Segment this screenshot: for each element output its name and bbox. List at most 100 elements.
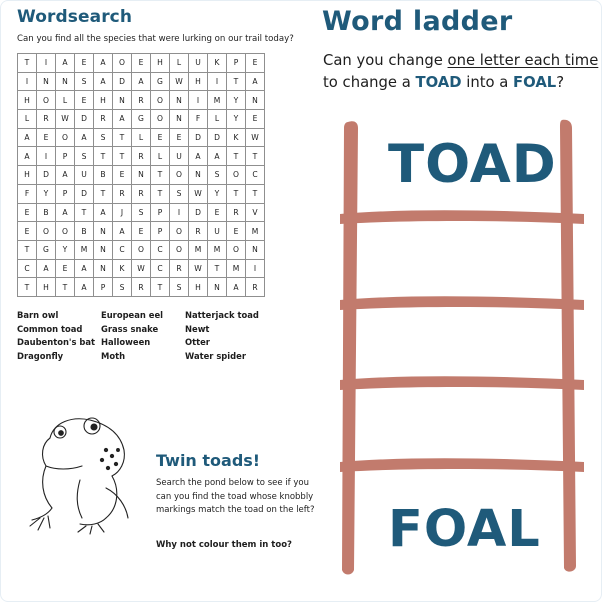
grid-cell[interactable]: O — [56, 222, 75, 241]
grid-cell[interactable]: E — [75, 91, 94, 111]
grid-cell[interactable]: C — [151, 259, 170, 279]
grid-cell[interactable]: T — [227, 184, 246, 204]
grid-cell[interactable]: E — [75, 54, 94, 73]
grid-cell[interactable]: C — [151, 240, 170, 260]
grid-cell[interactable]: D — [113, 72, 132, 92]
grid-cell[interactable]: T — [18, 240, 37, 260]
grid-cell[interactable]: O — [227, 240, 246, 260]
grid-cell[interactable]: L — [170, 54, 189, 73]
grid-cell[interactable]: O — [56, 128, 75, 148]
grid-cell[interactable]: O — [151, 91, 170, 111]
grid-cell[interactable]: O — [37, 91, 56, 111]
grid-cell[interactable]: L — [151, 147, 170, 167]
grid-cell[interactable]: T — [227, 147, 246, 167]
grid-cell[interactable]: T — [151, 166, 170, 185]
grid-cell[interactable]: A — [56, 54, 75, 73]
grid-cell[interactable]: T — [75, 203, 94, 223]
grid-cell[interactable]: G — [37, 240, 56, 260]
grid-cell[interactable]: I — [208, 72, 227, 92]
grid-cell[interactable]: M — [208, 240, 227, 260]
grid-cell[interactable]: R — [227, 203, 246, 223]
grid-cell[interactable]: L — [132, 128, 151, 148]
grid-cell[interactable]: A — [75, 278, 94, 297]
grid-cell[interactable]: A — [75, 128, 94, 148]
grid-cell[interactable]: E — [37, 128, 56, 148]
grid-cell[interactable]: C — [246, 166, 265, 185]
grid-cell[interactable]: A — [246, 72, 265, 92]
grid-cell[interactable]: N — [94, 222, 113, 241]
grid-cell[interactable]: B — [37, 203, 56, 223]
grid-cell[interactable]: H — [189, 278, 208, 297]
grid-cell[interactable]: H — [18, 91, 37, 111]
grid-cell[interactable]: O — [132, 240, 151, 260]
grid-cell[interactable]: T — [151, 184, 170, 204]
grid-cell[interactable]: A — [208, 147, 227, 167]
grid-cell[interactable]: R — [170, 259, 189, 279]
grid-cell[interactable]: N — [94, 259, 113, 279]
grid-cell[interactable]: U — [170, 147, 189, 167]
grid-cell[interactable]: E — [170, 128, 189, 148]
grid-cell[interactable]: A — [18, 128, 37, 148]
grid-cell[interactable]: L — [18, 110, 37, 129]
grid-cell[interactable]: A — [37, 259, 56, 279]
grid-cell[interactable]: H — [151, 54, 170, 73]
grid-cell[interactable]: Y — [208, 184, 227, 204]
grid-cell[interactable]: F — [189, 110, 208, 129]
grid-cell[interactable]: L — [208, 110, 227, 129]
grid-cell[interactable]: W — [189, 184, 208, 204]
grid-cell[interactable]: E — [227, 222, 246, 241]
grid-cell[interactable]: U — [208, 222, 227, 241]
grid-cell[interactable]: S — [75, 147, 94, 167]
grid-cell[interactable]: M — [208, 91, 227, 111]
grid-cell[interactable]: N — [37, 72, 56, 92]
grid-cell[interactable]: R — [132, 184, 151, 204]
grid-cell[interactable]: W — [246, 128, 265, 148]
grid-cell[interactable]: A — [75, 259, 94, 279]
grid-cell[interactable]: R — [189, 222, 208, 241]
grid-cell[interactable]: N — [246, 91, 265, 111]
grid-cell[interactable]: W — [189, 259, 208, 279]
grid-cell[interactable]: T — [151, 278, 170, 297]
grid-cell[interactable]: R — [132, 278, 151, 297]
grid-cell[interactable]: D — [208, 128, 227, 148]
grid-cell[interactable]: P — [151, 222, 170, 241]
grid-cell[interactable]: N — [94, 240, 113, 260]
grid-cell[interactable]: P — [227, 54, 246, 73]
grid-cell[interactable]: E — [151, 128, 170, 148]
grid-cell[interactable]: Y — [227, 110, 246, 129]
grid-cell[interactable]: A — [132, 72, 151, 92]
grid-cell[interactable]: K — [113, 259, 132, 279]
grid-cell[interactable]: I — [37, 147, 56, 167]
grid-cell[interactable]: T — [246, 147, 265, 167]
grid-cell[interactable]: O — [170, 222, 189, 241]
grid-cell[interactable]: M — [189, 240, 208, 260]
grid-cell[interactable]: N — [113, 91, 132, 111]
grid-cell[interactable]: Y — [37, 184, 56, 204]
grid-cell[interactable]: D — [37, 166, 56, 185]
grid-cell[interactable]: Y — [227, 91, 246, 111]
grid-cell[interactable]: A — [113, 110, 132, 129]
grid-cell[interactable]: R — [132, 91, 151, 111]
grid-cell[interactable]: O — [37, 222, 56, 241]
grid-cell[interactable]: R — [132, 147, 151, 167]
grid-cell[interactable]: R — [113, 184, 132, 204]
grid-cell[interactable]: T — [208, 259, 227, 279]
grid-cell[interactable]: H — [189, 72, 208, 92]
grid-cell[interactable]: T — [56, 278, 75, 297]
grid-cell[interactable]: I — [18, 72, 37, 92]
grid-cell[interactable]: R — [246, 278, 265, 297]
grid-cell[interactable]: E — [113, 166, 132, 185]
grid-cell[interactable]: T — [18, 54, 37, 73]
grid-cell[interactable]: K — [208, 54, 227, 73]
grid-cell[interactable]: S — [170, 184, 189, 204]
grid-cell[interactable]: E — [132, 222, 151, 241]
grid-cell[interactable]: A — [113, 222, 132, 241]
grid-cell[interactable]: W — [170, 72, 189, 92]
grid-cell[interactable]: N — [189, 166, 208, 185]
grid-cell[interactable]: T — [94, 184, 113, 204]
grid-cell[interactable]: N — [246, 240, 265, 260]
grid-cell[interactable]: E — [246, 110, 265, 129]
grid-cell[interactable]: D — [75, 110, 94, 129]
grid-cell[interactable]: U — [189, 54, 208, 73]
grid-cell[interactable]: T — [113, 128, 132, 148]
